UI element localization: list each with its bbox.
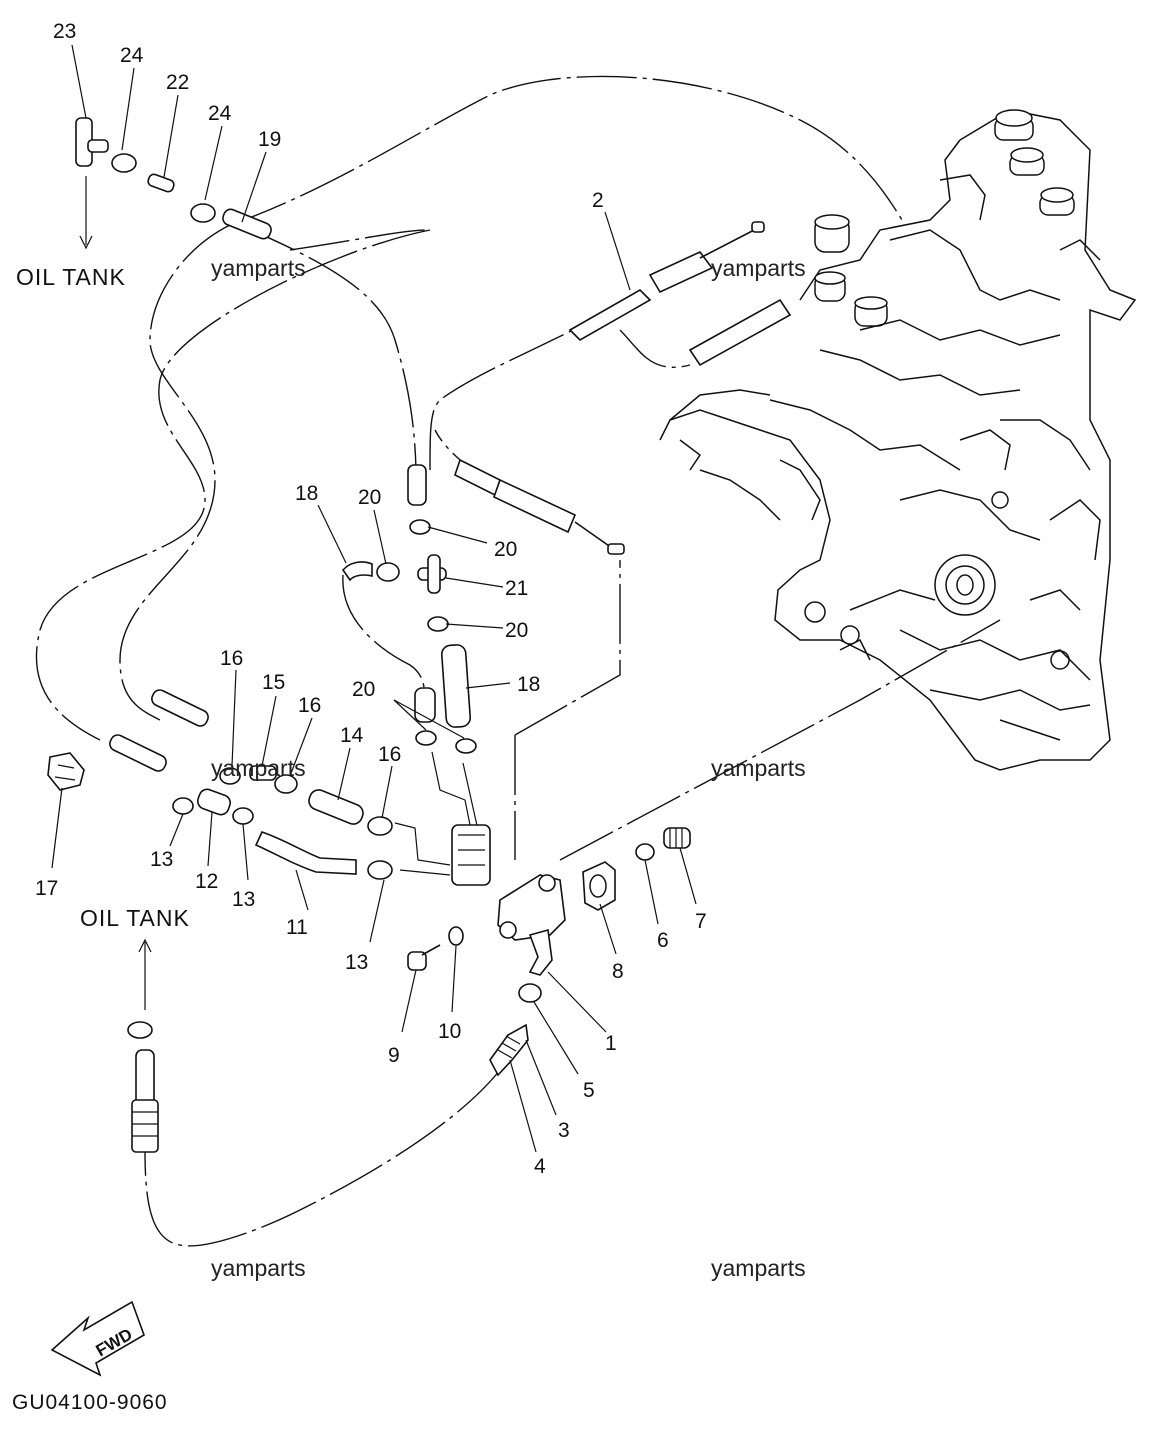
watermark: yamparts (711, 1255, 806, 1281)
part-number-16: 16 (298, 694, 321, 717)
part-number-22: 22 (166, 71, 189, 94)
oil-tank-label-left: OIL TANK (80, 905, 190, 931)
part-number-10: 10 (438, 1020, 461, 1043)
watermark: yamparts (711, 755, 806, 781)
oil-tank-label-top: OIL TANK (16, 264, 126, 290)
part-number-3: 3 (558, 1119, 570, 1142)
part-shapes (47, 117, 792, 1377)
leader-lines (51, 44, 697, 1153)
part-number-12: 12 (195, 870, 218, 893)
part-number-14: 14 (340, 724, 364, 747)
part-number-labels: 23 24 22 24 19 2 18 20 20 21 20 18 20 16… (35, 20, 707, 1178)
watermark: yamparts (211, 755, 306, 781)
part-number-16: 16 (220, 647, 243, 670)
part-number-1: 1 (605, 1032, 617, 1055)
part-number-15: 15 (262, 671, 285, 694)
part-number-5: 5 (583, 1079, 595, 1102)
part-number-2: 2 (592, 189, 604, 212)
part-number-24: 24 (120, 44, 144, 67)
diagram-code: GU04100-9060 (12, 1391, 168, 1414)
watermark: yamparts (211, 1255, 306, 1281)
part-number-21: 21 (505, 577, 528, 600)
part-number-8: 8 (612, 960, 624, 983)
part-number-24: 24 (208, 102, 232, 125)
part-number-18: 18 (517, 673, 540, 696)
part-number-13: 13 (232, 888, 255, 911)
part-number-4: 4 (534, 1155, 546, 1178)
part-number-16: 16 (378, 743, 401, 766)
engine-block-illustration (659, 109, 1137, 771)
watermark: yamparts (711, 255, 806, 281)
hose-lines (35, 75, 1001, 1247)
part-number-11: 11 (286, 916, 308, 939)
part-number-9: 9 (388, 1044, 400, 1067)
part-number-13: 13 (345, 951, 368, 974)
part-number-20: 20 (494, 538, 517, 561)
part-number-6: 6 (657, 929, 669, 952)
part-number-13: 13 (150, 848, 173, 871)
part-number-17: 17 (35, 877, 58, 900)
watermarks: yamparts yamparts yamparts yamparts yamp… (211, 255, 806, 1281)
part-number-20: 20 (358, 486, 381, 509)
part-number-20: 20 (505, 619, 528, 642)
part-number-7: 7 (695, 910, 707, 933)
part-number-18: 18 (295, 482, 318, 505)
part-number-20: 20 (352, 678, 375, 701)
part-number-23: 23 (53, 20, 76, 43)
watermark: yamparts (211, 255, 306, 281)
part-number-19: 19 (258, 128, 281, 151)
